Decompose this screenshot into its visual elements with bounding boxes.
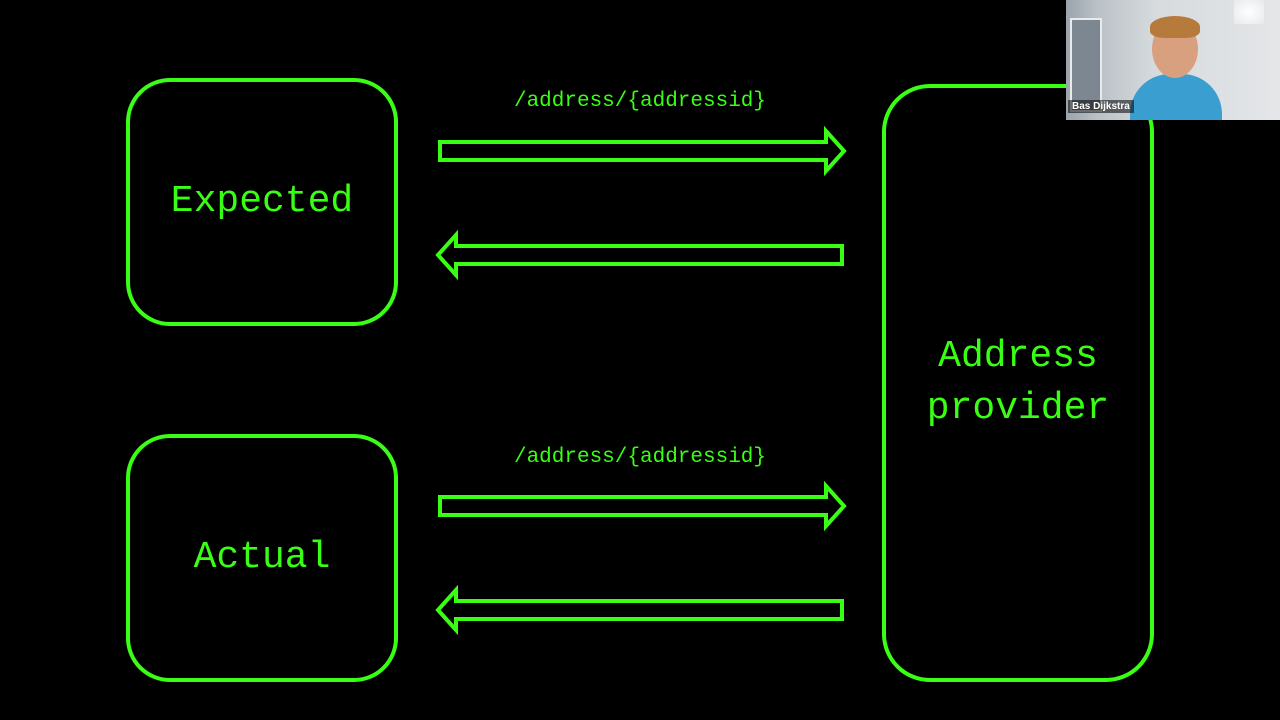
actual-label: Actual: [193, 536, 331, 579]
top-request-label: /address/{addressid}: [513, 90, 767, 113]
bottom-request-label: /address/{addressid}: [513, 446, 767, 469]
actual-box: Actual: [126, 434, 398, 682]
bottom-response-arrow: [435, 584, 844, 636]
presenter-hair: [1150, 16, 1200, 38]
webcam-ceiling-light: [1234, 0, 1264, 24]
webcam-window-shape: [1070, 18, 1102, 112]
top-response-arrow: [435, 229, 844, 281]
address-provider-label: Address provider: [926, 335, 1110, 430]
participant-name-tag: Bas Dijkstra: [1068, 100, 1134, 113]
presenter-shirt: [1130, 74, 1222, 120]
webcam-presenter: [1130, 16, 1222, 120]
address-provider-box: Address provider: [882, 84, 1154, 682]
expected-box: Expected: [126, 78, 398, 326]
top-request-arrow: [438, 125, 847, 177]
bottom-request-arrow: [438, 480, 847, 532]
webcam-overlay: Bas Dijkstra: [1066, 0, 1280, 120]
expected-label: Expected: [170, 180, 354, 223]
